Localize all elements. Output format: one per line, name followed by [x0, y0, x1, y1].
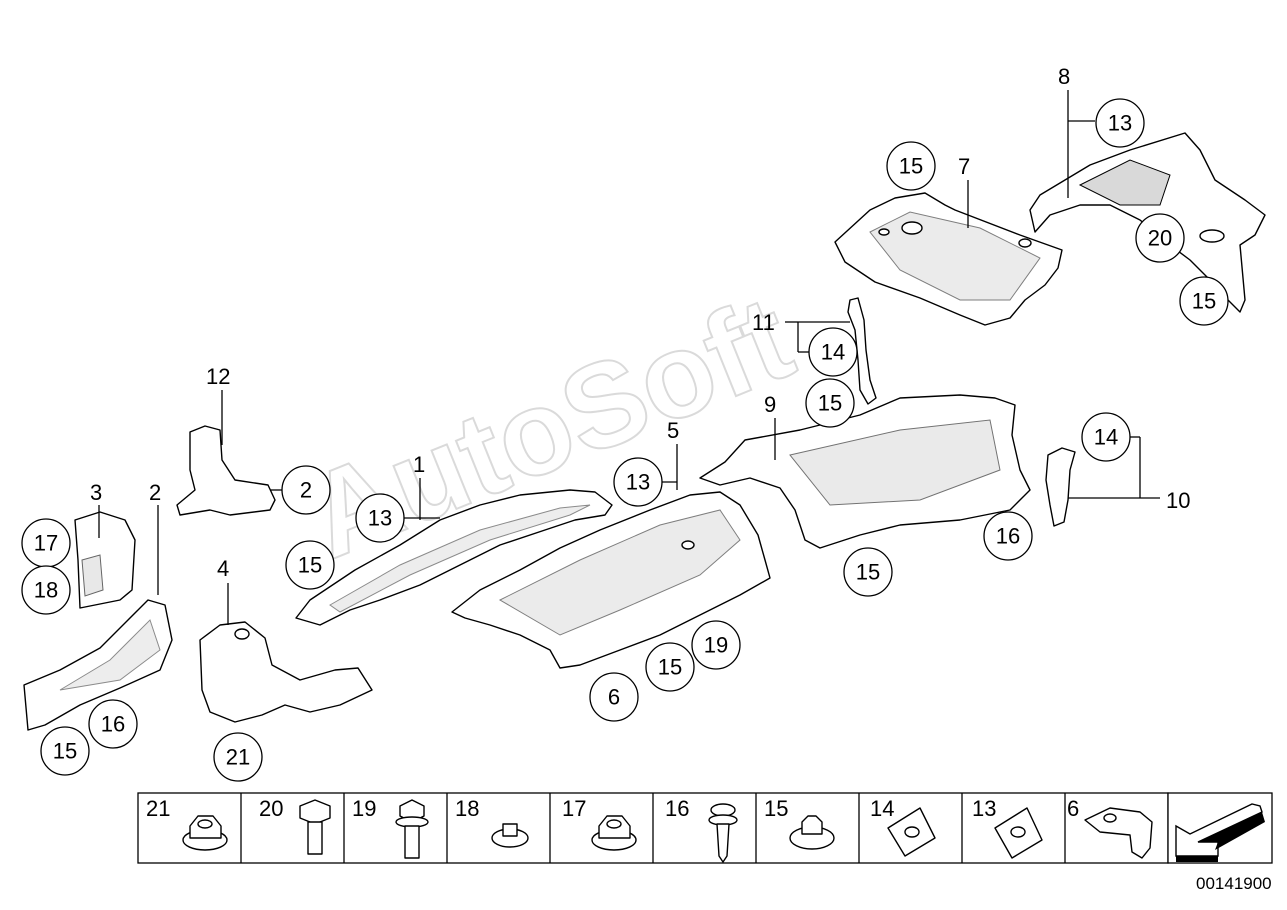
callout-13: 13	[355, 493, 405, 543]
svg-text:15: 15	[899, 154, 923, 179]
part-5-underbody-panel	[451, 491, 771, 669]
small-washer-nut-icon	[491, 823, 529, 848]
part-11-bracket	[847, 297, 877, 405]
svg-text:14: 14	[821, 340, 845, 365]
part-10-bracket	[1045, 447, 1076, 527]
fastener-legend: 21 20 19 18 17 16 15 14 13 6	[137, 792, 1273, 864]
legend-num-21: 21	[146, 796, 170, 821]
svg-text:21: 21	[226, 745, 250, 770]
svg-text:2: 2	[300, 478, 312, 503]
callout-14: 14	[808, 327, 858, 377]
svg-text:18: 18	[34, 578, 58, 603]
speed-clip-icon	[887, 807, 936, 857]
label-4: 4	[217, 556, 229, 581]
callout-15: 15	[645, 642, 695, 692]
flange-nut-icon	[591, 815, 637, 851]
callout-6: 6	[589, 672, 639, 722]
part-3-shield	[74, 511, 136, 609]
svg-text:15: 15	[298, 553, 322, 578]
label-11: 11	[752, 310, 775, 335]
callout-15: 15	[1179, 276, 1229, 326]
part-4-shield	[199, 621, 373, 723]
washer-screw-icon	[708, 803, 738, 863]
part-2-shield	[23, 599, 173, 731]
legend-num-18: 18	[455, 796, 479, 821]
flange-nut-icon	[182, 815, 228, 851]
svg-text:19: 19	[704, 633, 728, 658]
label-2: 2	[149, 480, 161, 505]
svg-text:13: 13	[1108, 111, 1132, 136]
label-12: 12	[206, 364, 230, 389]
bracket-icon	[1084, 807, 1153, 859]
legend-num-14: 14	[870, 796, 894, 821]
part-7-plate	[834, 192, 1063, 326]
callout-19: 19	[691, 620, 741, 670]
label-8: 8	[1058, 64, 1070, 89]
svg-text:6: 6	[608, 685, 620, 710]
callout-16: 16	[88, 699, 138, 749]
callout-15: 15	[40, 726, 90, 776]
callout-15: 15	[805, 378, 855, 428]
callout-21: 21	[213, 732, 263, 782]
svg-text:16: 16	[101, 712, 125, 737]
callout-13: 13	[613, 457, 663, 507]
washer-nut-icon	[789, 815, 835, 850]
legend-num-15: 15	[764, 796, 788, 821]
plain-labels: 8 7 11 12 1 5 9 3 2 4 10	[90, 64, 1190, 581]
callout-18: 18	[21, 565, 71, 615]
part-12-bracket	[176, 425, 276, 516]
legend-num-13: 13	[972, 796, 996, 821]
direction-arrow-icon	[1175, 803, 1265, 862]
callout-17: 17	[21, 518, 71, 568]
flange-bolt-icon	[395, 799, 429, 859]
callout-15: 15	[886, 141, 936, 191]
svg-text:15: 15	[818, 391, 842, 416]
callout-15: 15	[843, 547, 893, 597]
callout-14: 14	[1081, 412, 1131, 462]
legend-num-16: 16	[665, 796, 689, 821]
label-7: 7	[958, 154, 970, 179]
callout-13: 13	[1095, 98, 1145, 148]
legend-num-17: 17	[562, 796, 586, 821]
svg-text:17: 17	[34, 531, 58, 556]
circled-labels: 13 15 20 15 14 15 2 13 13 14 17 18 15 16…	[21, 98, 1229, 782]
callout-15: 15	[285, 540, 335, 590]
legend-num-19: 19	[352, 796, 376, 821]
leader-lines	[98, 90, 1160, 625]
svg-text:20: 20	[1148, 226, 1172, 251]
callout-2: 2	[281, 465, 331, 515]
document-number: 00141900	[1196, 874, 1272, 893]
label-3: 3	[90, 480, 102, 505]
callout-20: 20	[1135, 213, 1185, 263]
callout-16: 16	[983, 511, 1033, 561]
svg-text:15: 15	[53, 739, 77, 764]
part-9-tunnel-shield	[699, 394, 1031, 549]
hex-bolt-icon	[299, 799, 331, 855]
svg-text:15: 15	[856, 560, 880, 585]
svg-text:13: 13	[368, 506, 392, 531]
part-1-long-shield	[295, 489, 613, 626]
svg-text:13: 13	[626, 470, 650, 495]
label-5: 5	[667, 418, 679, 443]
svg-text:14: 14	[1094, 425, 1118, 450]
legend-num-20: 20	[259, 796, 283, 821]
label-1: 1	[413, 452, 425, 477]
legend-num-6: 6	[1067, 796, 1079, 821]
svg-text:15: 15	[1192, 289, 1216, 314]
speed-clip-icon	[994, 807, 1043, 859]
label-10: 10	[1166, 488, 1190, 513]
svg-text:16: 16	[996, 524, 1020, 549]
svg-text:15: 15	[658, 655, 682, 680]
label-9: 9	[764, 392, 776, 417]
